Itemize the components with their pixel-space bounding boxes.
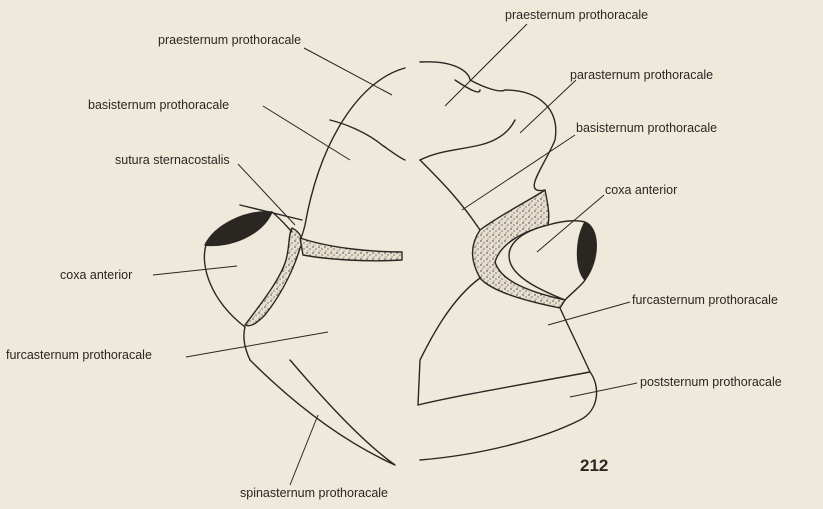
right-praesternum-divider (455, 80, 480, 92)
right-poststernum (420, 372, 597, 460)
page-number: 212 (580, 456, 608, 476)
left-spinasternum (250, 360, 395, 465)
label-basisternum-right: basisternum prothoracale (576, 121, 717, 135)
left-outer-outline (292, 68, 405, 243)
right-basisternum-edge (420, 160, 480, 230)
label-basisternum-left: basisternum prothoracale (88, 98, 229, 112)
label-parasternum-right: parasternum prothoracale (570, 68, 713, 82)
label-furcasternum-right: furcasternum prothoracale (632, 293, 778, 307)
label-coxa-anterior-right: coxa anterior (605, 183, 677, 197)
label-praesternum-left: praesternum prothoracale (158, 33, 301, 47)
right-furcasternum-bottom (418, 372, 590, 405)
label-sutura-sternacostalis: sutura sternacostalis (115, 153, 230, 167)
label-spinasternum-left: spinasternum prothoracale (240, 486, 388, 500)
right-furcasternum-outline (418, 278, 480, 405)
left-suture-band (300, 238, 402, 261)
left-membrane (245, 228, 302, 326)
right-coxa-dark (578, 222, 597, 280)
right-membrane (473, 190, 566, 308)
right-inner-edge (420, 120, 515, 160)
left-coxa-dark (205, 212, 272, 246)
label-poststernum-right: poststernum prothoracale (640, 375, 782, 389)
label-praesternum-right: praesternum prothoracale (505, 8, 648, 22)
left-coxa-outline (204, 245, 245, 327)
right-outer-outline (420, 62, 556, 191)
left-furcasternum-outline (244, 327, 250, 360)
label-furcasternum-left: furcasternum prothoracale (6, 348, 152, 362)
label-coxa-anterior-left: coxa anterior (60, 268, 132, 282)
